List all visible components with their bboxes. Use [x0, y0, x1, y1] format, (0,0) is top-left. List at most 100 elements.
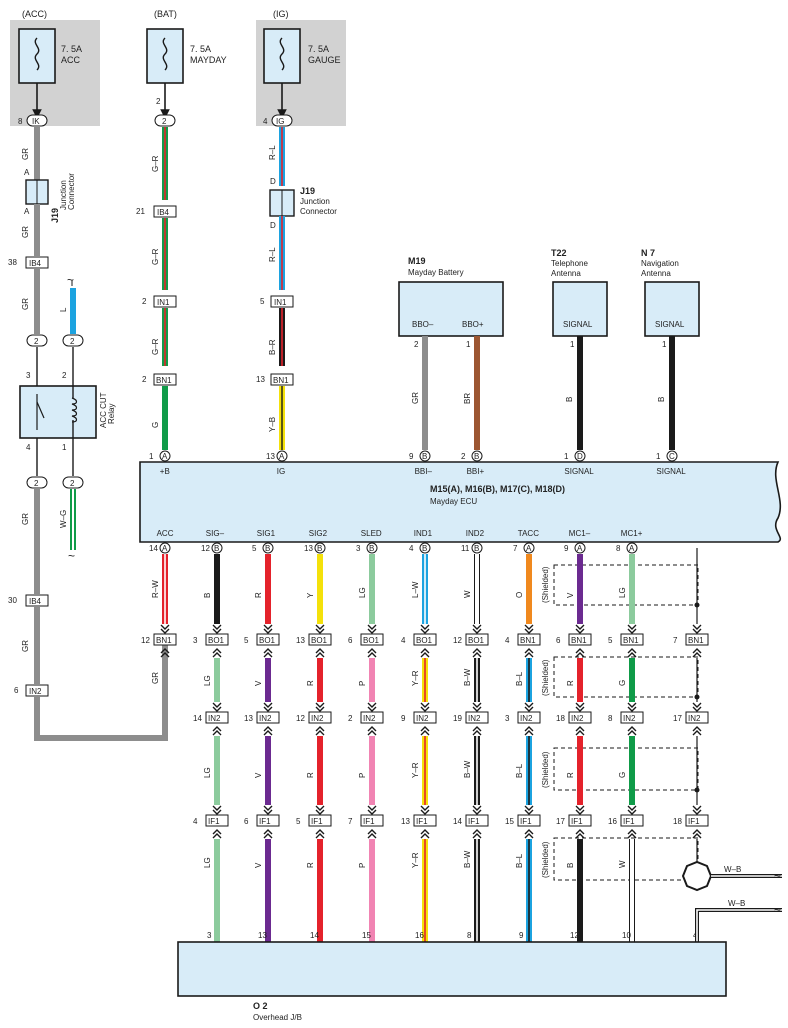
- wire-color-label: B: [566, 863, 575, 868]
- pin-number: 12: [201, 544, 210, 553]
- connector-label: BO1: [259, 636, 276, 645]
- connector-arrow-icon: [575, 829, 585, 839]
- ecu-pin-label: SIG–: [206, 529, 225, 538]
- svg-text:4: 4: [263, 117, 268, 126]
- svg-text:B: B: [657, 397, 666, 402]
- wire-color-label: LG: [203, 857, 212, 868]
- circuit-column: SIG213BY13BO1R12IN2R5IF1R14SIG2: [296, 529, 332, 958]
- connector-in2: [685, 711, 709, 724]
- pin-connector: [314, 542, 326, 554]
- o2-pin-number: 13: [258, 931, 267, 940]
- connector-label: IF1: [311, 817, 323, 826]
- pin-connector: [626, 542, 638, 554]
- ecu-pin-label: SLED: [361, 529, 382, 538]
- connector-label: IF1: [571, 817, 583, 826]
- connector-label: IN2: [571, 714, 584, 723]
- connector-label: IF1: [520, 817, 532, 826]
- connector-label: IN2: [688, 714, 701, 723]
- pin-connector-letter: A: [629, 544, 635, 553]
- connector-arrow-icon: [263, 624, 273, 634]
- connector-pin: 4: [505, 636, 510, 645]
- svg-text:Overhead J/B: Overhead J/B: [253, 1013, 302, 1022]
- wire-color-label: W: [463, 590, 472, 598]
- pin-connector-letter: B: [474, 544, 479, 553]
- gauge-feed-circuit: R–L D J19 Junction Connector D R–L 5 IN1…: [256, 127, 337, 450]
- fuse-acc-rating: 7. 5A: [61, 44, 82, 54]
- o2-pin-number: 10: [622, 931, 631, 940]
- connector-pin: 4: [193, 817, 198, 826]
- wire-color-label: R–W: [151, 580, 160, 598]
- connector-in1: [270, 295, 294, 308]
- connector-pin: 14: [453, 817, 462, 826]
- svg-text:D: D: [270, 221, 276, 230]
- connector-arrow-icon: [627, 829, 637, 839]
- pin-connector-letter: B: [214, 544, 219, 553]
- ecu-pin-label: TACC: [518, 529, 539, 538]
- wire-color-label: B–L: [515, 763, 524, 778]
- pin-number: 2: [461, 452, 466, 461]
- connector-2: [62, 476, 84, 489]
- connector-arrow-icon: [367, 648, 377, 658]
- svg-text:30: 30: [8, 596, 17, 605]
- connector-pin: 2: [348, 714, 353, 723]
- svg-text:2: 2: [414, 340, 419, 349]
- shield-box: [553, 656, 699, 698]
- wire-color-label: LG: [358, 587, 367, 598]
- connector-if1: [517, 814, 541, 827]
- connector-label: IN2: [311, 714, 324, 723]
- pin-connector-letter: A: [577, 544, 583, 553]
- connector-in2: [465, 711, 489, 724]
- connector-label: BO1: [311, 636, 328, 645]
- connector-label: BN1: [688, 636, 704, 645]
- connector-arrow-icon: [212, 702, 222, 712]
- circuit-column: MC1+8ALG5BN1G8IN2G16IF1W10MI1+: [608, 529, 644, 958]
- svg-text:BR: BR: [463, 393, 472, 404]
- svg-text:W–G: W–G: [59, 510, 68, 528]
- connector-arrow-icon: [212, 829, 222, 839]
- svg-text:B: B: [565, 397, 574, 402]
- wire-color-label: G: [618, 772, 627, 778]
- connector-arrow-icon: [367, 624, 377, 634]
- svg-text:2: 2: [34, 337, 39, 346]
- svg-text:Y–B: Y–B: [268, 417, 277, 432]
- connector-label: BO1: [468, 636, 485, 645]
- pin-label: IG: [277, 467, 285, 476]
- mayday-battery: M19 Mayday Battery BBO– BBO+: [398, 256, 504, 337]
- svg-text:BN1: BN1: [273, 376, 289, 385]
- connector-pin: 18: [673, 817, 682, 826]
- ecu-pin-label: SIG1: [257, 529, 276, 538]
- o2-pin-number: 16: [415, 931, 424, 940]
- connector-arrow-icon: [524, 624, 534, 634]
- connector-pin: 7: [348, 817, 353, 826]
- connector-arrow-icon: [367, 805, 377, 815]
- connector-label: IN2: [208, 714, 221, 723]
- fuse-icon: [279, 37, 285, 71]
- fuse-gauge-source: (IG): [273, 9, 289, 19]
- pin-number: 11: [461, 544, 470, 553]
- svg-text:Mayday ECU: Mayday ECU: [430, 497, 477, 506]
- wire-color-label: V: [254, 862, 263, 868]
- shield-junction-dot: [694, 694, 700, 700]
- svg-text:IN2: IN2: [29, 687, 42, 696]
- pin-connector: [666, 450, 678, 462]
- svg-text:(Shielded): (Shielded): [541, 566, 550, 603]
- connector-pin: 3: [193, 636, 198, 645]
- connector-in2: [308, 711, 332, 724]
- o2-pin-number: 15: [362, 931, 371, 940]
- o2-pin-number: 8: [467, 931, 472, 940]
- connector-pin: 5: [296, 817, 301, 826]
- fuse-icon: [162, 37, 168, 71]
- svg-text:IN1: IN1: [274, 298, 287, 307]
- connector-bn1: [153, 373, 177, 386]
- connector-pin: 17: [673, 714, 682, 723]
- connector-label: IF1: [688, 817, 700, 826]
- pin-number: 7: [513, 544, 518, 553]
- pin-connector: [262, 542, 274, 554]
- connector-pin: 6: [348, 636, 353, 645]
- connector-label: IF1: [468, 817, 480, 826]
- wire-color-label: B–L: [515, 671, 524, 686]
- wire-color-label: LG: [203, 767, 212, 778]
- wire-color-label: R: [306, 862, 315, 868]
- svg-text:(Shielded): (Shielded): [541, 841, 550, 878]
